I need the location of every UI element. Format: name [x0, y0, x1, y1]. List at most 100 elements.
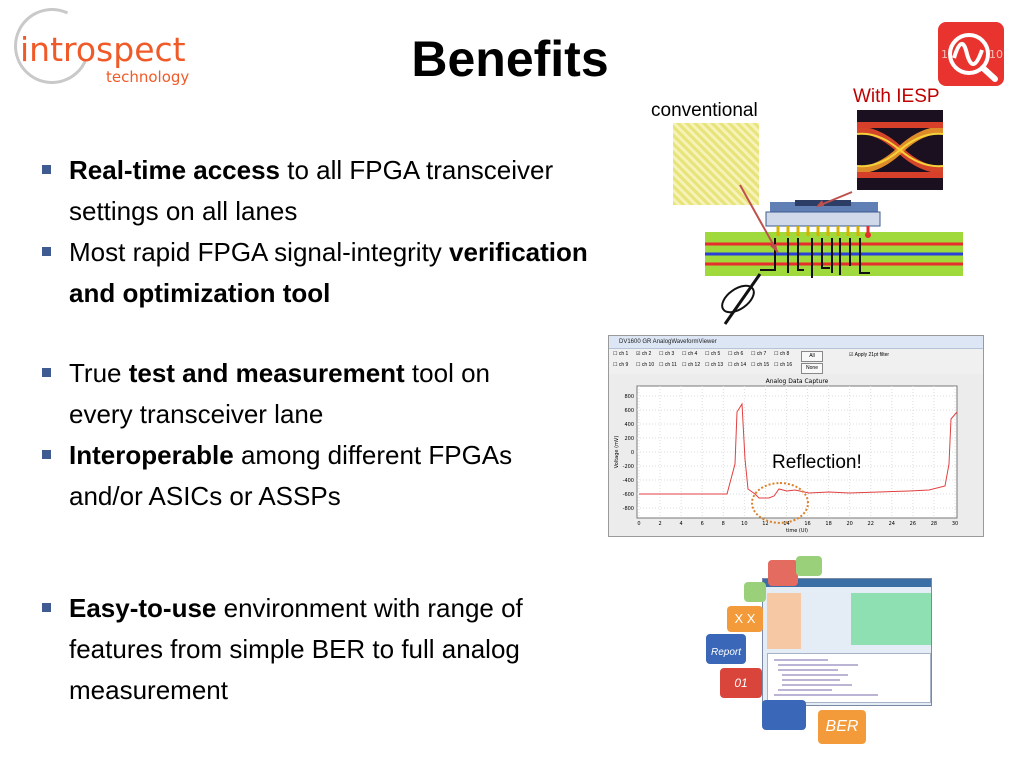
- channel-checkbox[interactable]: ☐ ch 1: [613, 351, 629, 357]
- plot-ylabel: Voltage (mV): [614, 436, 620, 469]
- x-tick-label: 4: [680, 521, 683, 527]
- pulse-shape-icon: [762, 700, 806, 730]
- channel-checkbox[interactable]: ☐ ch 5: [705, 351, 721, 357]
- filter-label: Apply 21pt filter: [854, 352, 890, 358]
- channel-checkbox[interactable]: ☐ ch 16: [774, 362, 793, 368]
- x-tick-label: 28: [931, 521, 937, 527]
- channel-checkboxes: ☐ ch 1 ☑ ch 2 ☐ ch 3 ☐ ch 4 ☐ ch 5 ☐ ch 6 ☐ ch…: [613, 351, 853, 375]
- bullet-3-text-b: tool on every transceiver lane: [69, 358, 490, 429]
- channel-checkbox[interactable]: ☐ ch 6: [728, 351, 744, 357]
- x-tick-label: 0: [637, 521, 640, 527]
- channel-checkbox[interactable]: ☐ ch 12: [682, 362, 701, 368]
- gui-titlebar: [763, 579, 931, 587]
- bullet-signal-integrity: Most rapid FPGA signal-integrity verific…: [40, 232, 600, 314]
- conventional-label: conventional: [651, 100, 758, 121]
- bullet-1-bold: Real-time access: [69, 155, 281, 185]
- code-lines: [774, 659, 878, 696]
- x-tick-label: 14: [783, 521, 789, 527]
- y-tick-label: 600: [624, 408, 634, 414]
- bullet-realtime-access: Real-time access to all FPGA transceiver…: [40, 150, 600, 232]
- waveform-window-titlebar: DV1600 GR AnalogWaveformViewer: [609, 336, 983, 349]
- bullet-3-bold: test and measurement: [128, 358, 405, 388]
- gui-code-panel: [767, 653, 931, 703]
- channel-checkbox[interactable]: ☑ ch 2: [636, 351, 652, 357]
- channel-checkbox[interactable]: ☐ ch 15: [751, 362, 770, 368]
- channel-checkbox[interactable]: ☐ ch 3: [659, 351, 675, 357]
- y-tick-label: -600: [623, 492, 634, 498]
- benefits-list: Real-time access to all FPGA transceiver…: [40, 150, 600, 711]
- logo-text-sub: technology: [106, 68, 190, 86]
- reflection-highlight: [751, 482, 809, 524]
- y-tick-label: -800: [623, 506, 634, 512]
- iesp-eye-image: [857, 110, 943, 190]
- bullet-marker: [42, 247, 51, 256]
- bullet-5-text: environment with range of features from …: [69, 593, 523, 705]
- x-tick-label: 6: [701, 521, 704, 527]
- bullet-1-text: to all FPGA transceiver settings on all …: [69, 155, 554, 226]
- bullet-marker: [42, 165, 51, 174]
- bullet-2-text: Most rapid FPGA signal-integrity: [69, 237, 450, 267]
- x-tick-label: 26: [910, 521, 916, 527]
- y-tick-label: 400: [624, 422, 634, 428]
- none-button[interactable]: None: [801, 363, 823, 374]
- x-tick-label: 8: [722, 521, 725, 527]
- with-iesp-label: With IESP: [853, 86, 940, 107]
- bullet-interoperable: Interoperable among different FPGAs and/…: [40, 435, 549, 517]
- page-title: Benefits: [411, 31, 609, 87]
- x-tick-label: 30: [952, 521, 958, 527]
- x-tick-label: 24: [889, 521, 895, 527]
- channel-checkbox[interactable]: ☐ ch 8: [774, 351, 790, 357]
- plot-xlabel: time (UI): [786, 528, 808, 534]
- bullet-2-bold: verification and optimization tool: [69, 237, 588, 308]
- gui-left-panel: [767, 593, 801, 649]
- bullet-5-bold: Easy-to-use: [69, 593, 217, 623]
- channel-checkbox[interactable]: ☐ ch 11: [659, 362, 677, 368]
- x-x-icon: X X: [727, 606, 763, 632]
- introspect-logo: introspect technology: [3, 0, 204, 95]
- iesp-logo-num-1: 1: [941, 48, 948, 61]
- y-tick-label: -400: [623, 478, 634, 484]
- x-tick-label: 10: [741, 521, 747, 527]
- y-tick-label: -200: [623, 464, 634, 470]
- y-tick-label: 200: [624, 436, 634, 442]
- x-tick-label: 2: [658, 521, 661, 527]
- x-tick-label: 18: [825, 521, 831, 527]
- channel-checkbox[interactable]: ☐ ch 7: [751, 351, 767, 357]
- bullet-3-text-a: True: [69, 358, 129, 388]
- bullet-marker: [42, 368, 51, 377]
- waveform-viewer-window: DV1600 GR AnalogWaveformViewer ☐ ch 1 ☑ c…: [608, 335, 984, 537]
- filter-checkbox[interactable]: ☑ Apply 21pt filter: [849, 352, 890, 358]
- x-tick-label: 16: [804, 521, 810, 527]
- y-tick-label: 0: [631, 450, 634, 456]
- x-tick-label: 12: [762, 521, 768, 527]
- logo-text-main: introspect: [20, 30, 186, 69]
- fpga-board-graphic: [705, 184, 963, 325]
- channel-checkbox[interactable]: ☐ ch 4: [682, 351, 698, 357]
- all-button[interactable]: All: [801, 351, 823, 362]
- gui-results-panel: [851, 593, 931, 645]
- bullet-4-bold: Interoperable: [69, 440, 234, 470]
- reflection-label: Reflection!: [772, 452, 862, 473]
- bullet-easy-to-use: Easy-to-use environment with range of fe…: [40, 588, 609, 711]
- channel-checkbox[interactable]: ☐ ch 13: [705, 362, 724, 368]
- probe-icon: [721, 273, 762, 325]
- iesp-logo-icon: 1 10: [938, 22, 1004, 86]
- bullet-4-text: among different FPGAs and/or ASICs or AS…: [69, 440, 513, 511]
- waveform-feature-icon: [768, 560, 798, 586]
- channel-checkbox[interactable]: ☐ ch 9: [613, 362, 629, 368]
- software-gui-screenshot: [762, 578, 932, 706]
- zero-one-icon: 01: [720, 668, 762, 698]
- x-tick-label: 20: [846, 521, 852, 527]
- bullet-test-measurement: True test and measurement tool on every …: [40, 353, 539, 435]
- channel-checkbox[interactable]: ☐ ch 14: [728, 362, 747, 368]
- bullet-marker: [42, 450, 51, 459]
- bullet-marker: [42, 603, 51, 612]
- channel-checkbox[interactable]: ☐ ch 10: [636, 362, 655, 368]
- plot-title: Analog Data Capture: [766, 378, 829, 385]
- iesp-logo-num-2: 10: [989, 48, 1003, 61]
- pulse-feature-icon: [796, 556, 822, 576]
- ber-icon: BER: [818, 710, 866, 744]
- eye-feature-icon: [744, 582, 766, 602]
- y-tick-label: 800: [624, 394, 634, 400]
- report-icon: Report: [706, 634, 746, 664]
